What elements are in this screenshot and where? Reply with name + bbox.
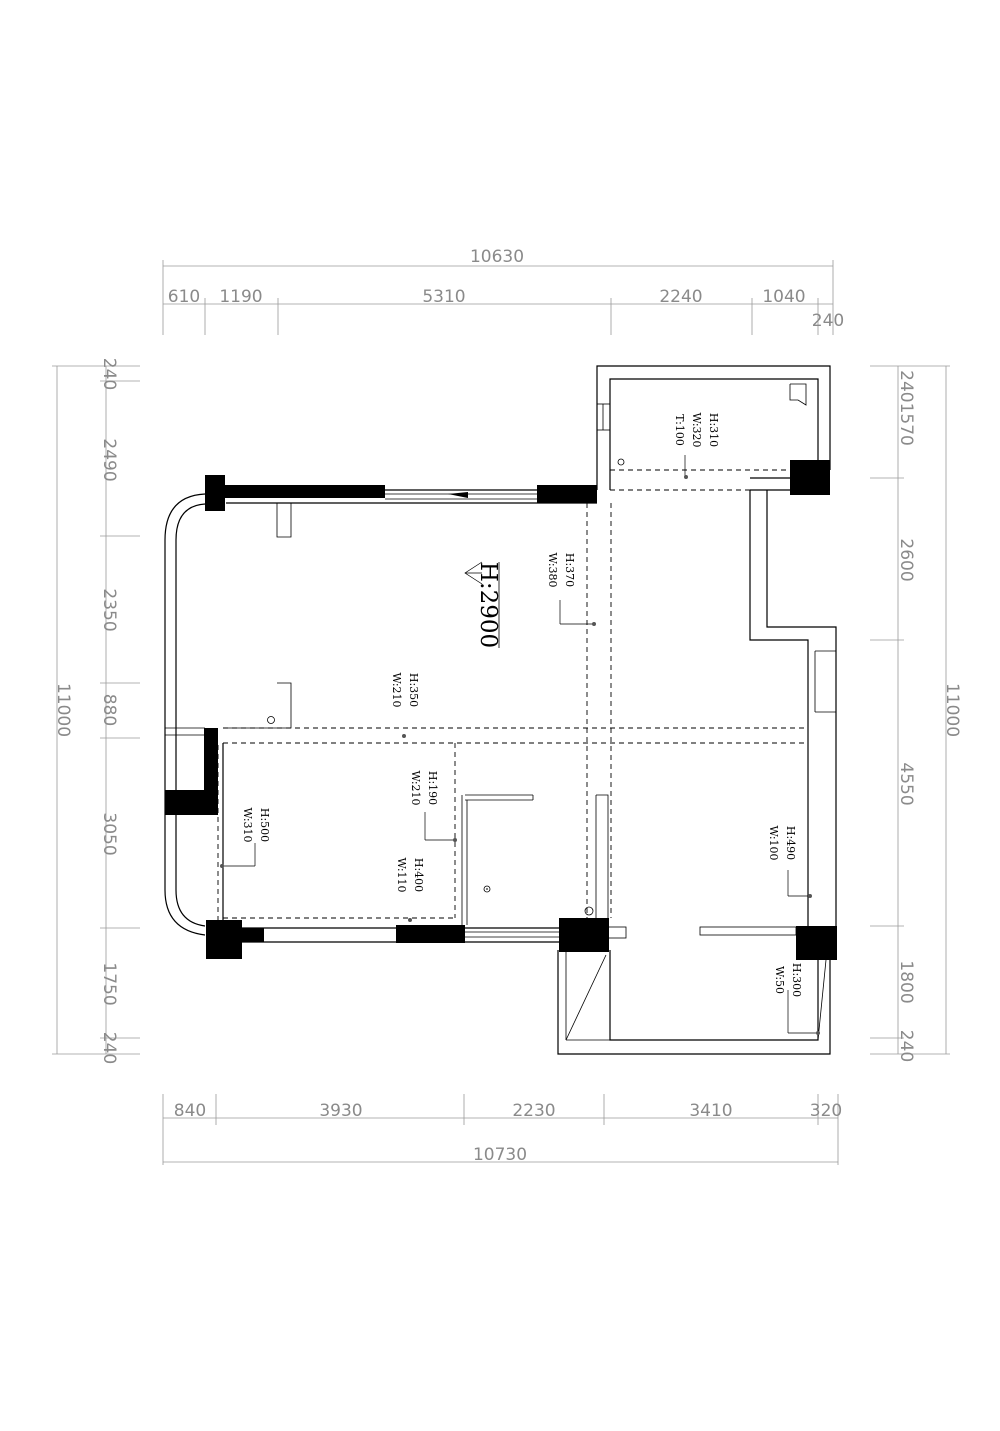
left-total-dimension: 11000	[53, 683, 73, 737]
top-dimension-small: 240	[812, 311, 844, 331]
bottom-dimension-2: 3930	[319, 1101, 362, 1121]
svg-text:T:100: T:100	[673, 414, 686, 446]
svg-text:W:50: W:50	[773, 966, 786, 994]
svg-text:H:370: H:370	[563, 553, 576, 587]
bottom-total-dimension: 10730	[473, 1145, 527, 1165]
top-dimension-1: 610	[168, 287, 200, 307]
columns	[165, 460, 837, 960]
right-dimension-5: 240	[896, 1030, 916, 1062]
svg-text:H:300: H:300	[790, 963, 803, 997]
beam-bedroom-left-annotation: H:500 W:310	[241, 807, 271, 842]
left-dimension-4: 880	[99, 694, 119, 726]
walls	[164, 365, 837, 1055]
bottom-dimension-5: 320	[810, 1101, 842, 1121]
left-dimension-1: 240	[99, 358, 119, 390]
right-dimension-4: 1800	[896, 960, 916, 1003]
right-dimension-2: 2600	[896, 538, 916, 581]
svg-text:W:310: W:310	[241, 807, 254, 842]
svg-text:W:320: W:320	[690, 412, 703, 447]
right-dimensions: 11000 2401570 2600 4550 1800 240	[870, 365, 962, 1062]
right-total-dimension: 11000	[942, 683, 962, 737]
top-dimension-5: 1040	[762, 287, 805, 307]
top-dimension-2: 1190	[219, 287, 262, 307]
left-dimension-5: 3050	[99, 812, 119, 855]
left-dimension-7: 240	[99, 1032, 119, 1064]
beam-center-annotation: H:370 W:380	[546, 552, 576, 587]
svg-text:H:490: H:490	[784, 826, 797, 860]
beam-right-annotation: H:490 W:100	[767, 825, 797, 860]
right-dimension-3: 4550	[896, 762, 916, 805]
svg-text:H:310: H:310	[707, 413, 720, 447]
ceiling-height: H:2900	[475, 562, 501, 648]
svg-text:W:380: W:380	[546, 552, 559, 587]
beam-living-annotation: H:350 W:210	[390, 672, 420, 707]
beam-lines	[217, 469, 809, 926]
left-dimensions: 11000 240 2490 2350 880 3050 1750 240	[52, 358, 140, 1064]
svg-text:H:400: H:400	[412, 858, 425, 892]
beam-bedroom-low-annotation: H:400 W:110	[395, 857, 425, 892]
left-dimension-2: 2490	[99, 438, 119, 481]
annotation-leaders	[220, 455, 820, 1035]
bottom-dimensions: 840 3930 2230 3410 320 10730	[162, 1094, 842, 1165]
beam-bedroom-mid-annotation: H:190 W:210	[409, 770, 439, 805]
top-dimension-4: 2240	[659, 287, 702, 307]
svg-text:W:110: W:110	[395, 857, 408, 892]
svg-text:W:210: W:210	[390, 672, 403, 707]
beam-right-low-annotation: H:300 W:50	[773, 963, 803, 997]
top-dimensions: 10630 610 1190 5310 2240 1040 240	[162, 247, 844, 335]
left-dimension-6: 1750	[99, 962, 119, 1005]
ceiling-height-label: H:2900	[475, 562, 501, 648]
bottom-dimension-4: 3410	[689, 1101, 732, 1121]
bottom-dimension-3: 2230	[512, 1101, 555, 1121]
bottom-dimension-1: 840	[174, 1101, 206, 1121]
left-dimension-3: 2350	[99, 588, 119, 631]
top-dimension-3: 5310	[422, 287, 465, 307]
svg-text:H:350: H:350	[407, 673, 420, 707]
right-dimension-1: 2401570	[896, 370, 916, 446]
top-total-dimension: 10630	[470, 247, 524, 267]
balcony-top-annotation: H:310 W:320 T:100	[673, 412, 720, 447]
svg-text:W:100: W:100	[767, 825, 780, 860]
svg-text:H:500: H:500	[258, 808, 271, 842]
svg-text:W:210: W:210	[409, 770, 422, 805]
svg-text:H:190: H:190	[426, 771, 439, 805]
